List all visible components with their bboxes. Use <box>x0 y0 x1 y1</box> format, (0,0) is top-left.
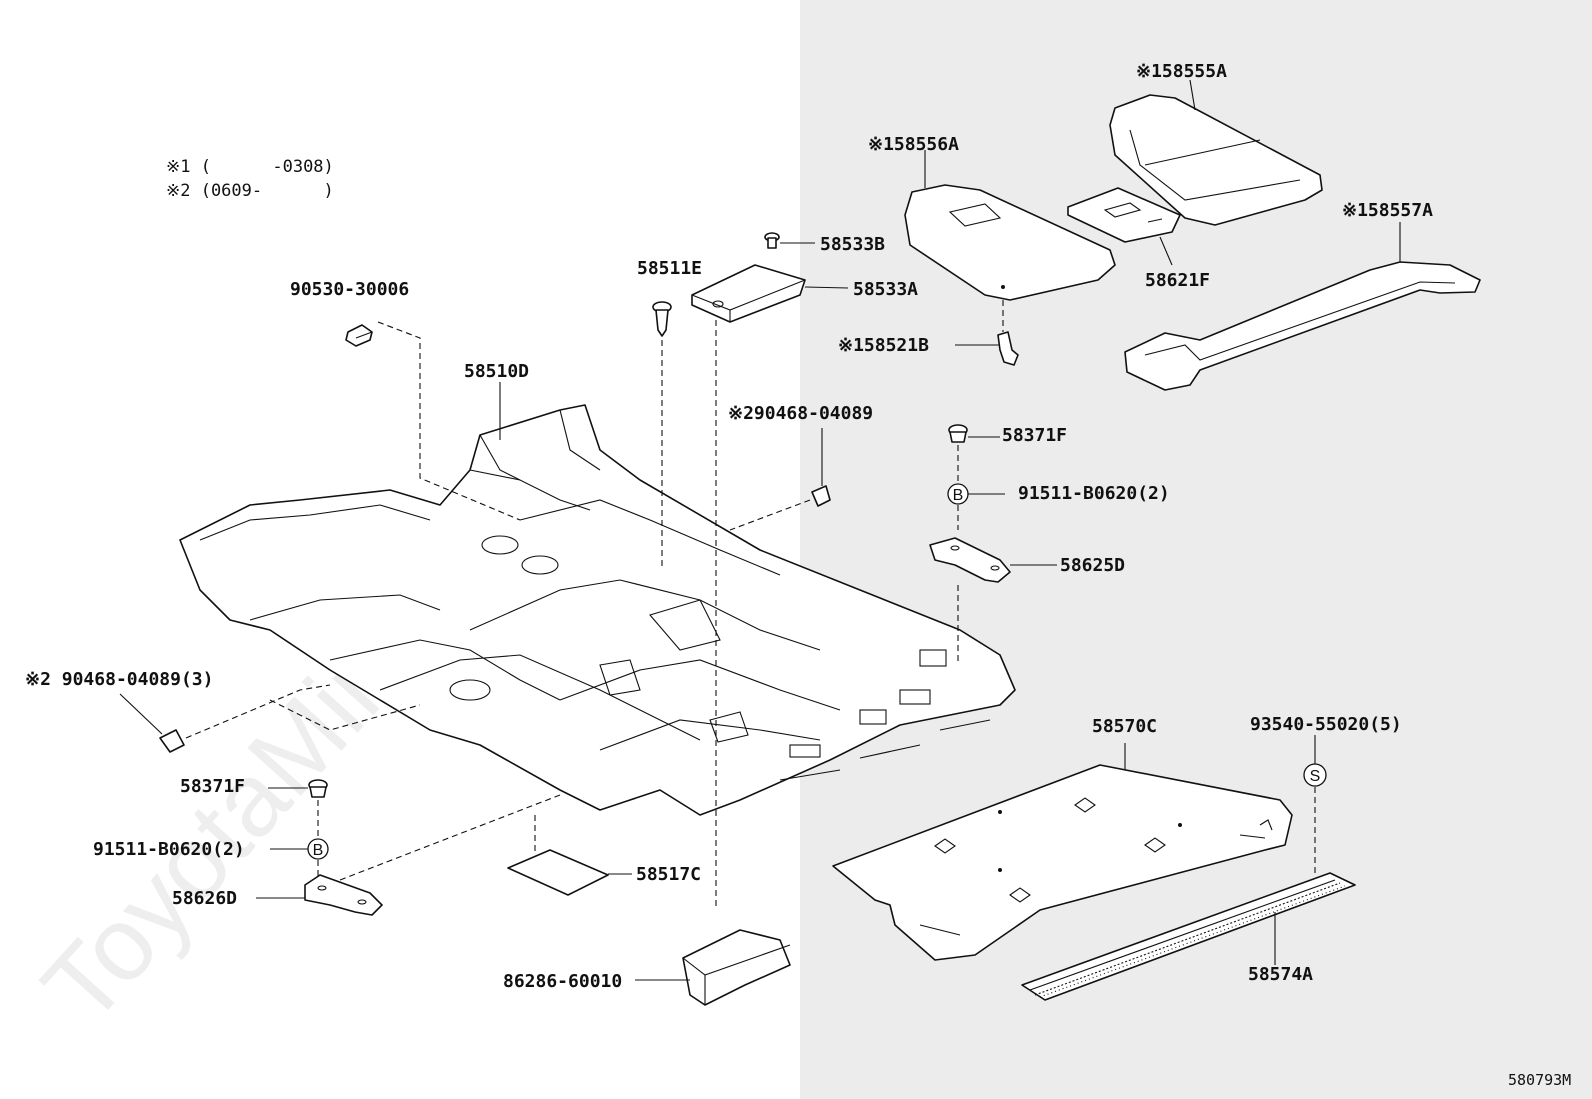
label-90468-04089-lower: ※2 90468-04089(3) <box>25 669 213 690</box>
label-58371f-left: 58371F <box>180 776 245 797</box>
label-90530-30006: 90530-30006 <box>290 279 409 300</box>
dash-90468-upper <box>729 499 811 531</box>
bracket-58625d <box>929 537 1011 583</box>
label-58510d: 58510D <box>464 361 529 382</box>
note-1: ※1 ( -0308) <box>166 157 334 177</box>
floor-mat-58556a <box>904 184 1116 301</box>
grommet-58371f-left <box>308 779 328 798</box>
pin-58533b <box>764 232 780 249</box>
lead-58621f <box>1159 236 1173 266</box>
symbol-b-right-text: B <box>953 487 964 504</box>
panel-58570c <box>832 764 1293 961</box>
label-58626d: 58626D <box>172 888 237 909</box>
note-2: ※2 (0609- ) <box>166 181 334 201</box>
label-58533b: 58533B <box>820 234 885 255</box>
grommet-58371f-right <box>948 424 968 443</box>
label-93540-55020: 93540-55020(5) <box>1250 714 1402 735</box>
lead-90468-lower <box>119 693 163 735</box>
label-58625d: 58625D <box>1060 555 1125 576</box>
screw-90530-30006 <box>345 324 373 347</box>
label-86286-60010: 86286-60010 <box>503 971 622 992</box>
clip-58521b <box>997 331 1019 366</box>
floor-mat-58557a <box>1124 261 1481 391</box>
dash-90530 <box>377 321 521 521</box>
label-58511e: 58511E <box>637 258 702 279</box>
clip-90468-lower <box>159 729 185 753</box>
tray-58621f <box>1067 187 1181 243</box>
label-58570c: 58570C <box>1092 716 1157 737</box>
label-58621f: 58621F <box>1145 270 1210 291</box>
diagram-code: 580793M <box>1508 1071 1571 1089</box>
lead-58555a <box>1189 79 1196 111</box>
sill-plate-58574a <box>1021 872 1356 1001</box>
label-90468-04089-upper: ※290468-04089 <box>728 403 873 424</box>
clip-90468-upper <box>811 485 831 507</box>
label-58517c: 58517C <box>636 864 701 885</box>
label-91511-b0620-right: 91511-B0620(2) <box>1018 483 1170 504</box>
label-58371f-right: 58371F <box>1002 425 1067 446</box>
bracket-58626d <box>304 874 383 916</box>
label-58555a: ※158555A <box>1136 61 1227 82</box>
label-58574a: 58574A <box>1248 964 1313 985</box>
label-91511-b0620-left: 91511-B0620(2) <box>93 839 245 860</box>
symbol-s-right-text: S <box>1310 768 1321 785</box>
pad-58517c <box>507 849 609 896</box>
dash-90468-lower-1 <box>185 684 331 739</box>
label-58521b: ※158521B <box>838 335 929 356</box>
lead-58533a <box>804 286 849 289</box>
label-58533a: 58533A <box>853 279 918 300</box>
floor-carpet-58510d <box>179 404 1016 816</box>
clip-58511e <box>652 301 672 337</box>
dash-90468-lower-2 <box>269 699 421 731</box>
symbol-b-left-text: B <box>313 842 324 859</box>
block-86286-60010 <box>682 929 791 1006</box>
label-58556a: ※158556A <box>868 134 959 155</box>
console-58533a <box>691 264 806 323</box>
floor-mat-58555a <box>1109 94 1323 226</box>
label-58557a: ※158557A <box>1342 200 1433 221</box>
